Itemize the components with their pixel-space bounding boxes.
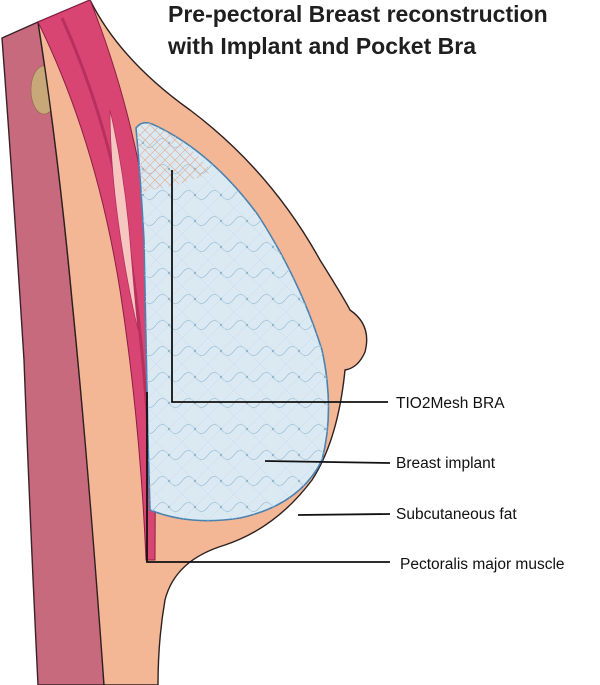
label-muscle: Pectoralis major muscle <box>400 556 565 573</box>
label-fat: Subcutaneous fat <box>396 506 517 523</box>
fat-leader-line <box>298 514 390 515</box>
diagram-title-line1: Pre-pectoral Breast reconstruction <box>168 1 548 27</box>
label-implant: Breast implant <box>396 455 496 472</box>
diagram-title-line2: with Implant and Pocket Bra <box>167 33 476 59</box>
label-mesh: TIO2Mesh BRA <box>396 395 505 412</box>
